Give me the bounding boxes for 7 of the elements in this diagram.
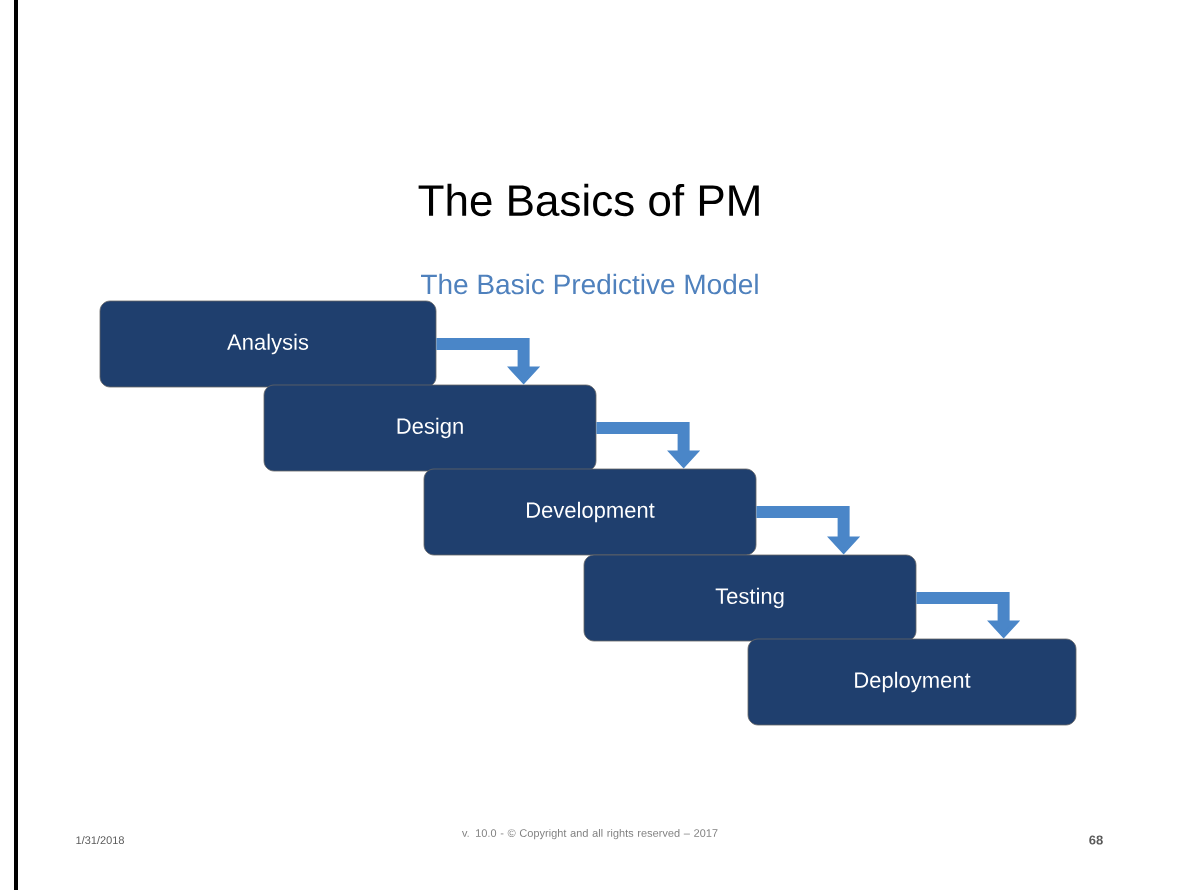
process-box: Deployment <box>747 638 1077 726</box>
process-box: Design <box>263 384 597 472</box>
process-box: Analysis <box>99 300 437 388</box>
subtitle: The Basic Predictive Model <box>421 273 758 295</box>
title: The Basics of PM <box>418 183 759 217</box>
process-box: Testing <box>583 554 917 642</box>
process-box: Development <box>423 468 757 556</box>
